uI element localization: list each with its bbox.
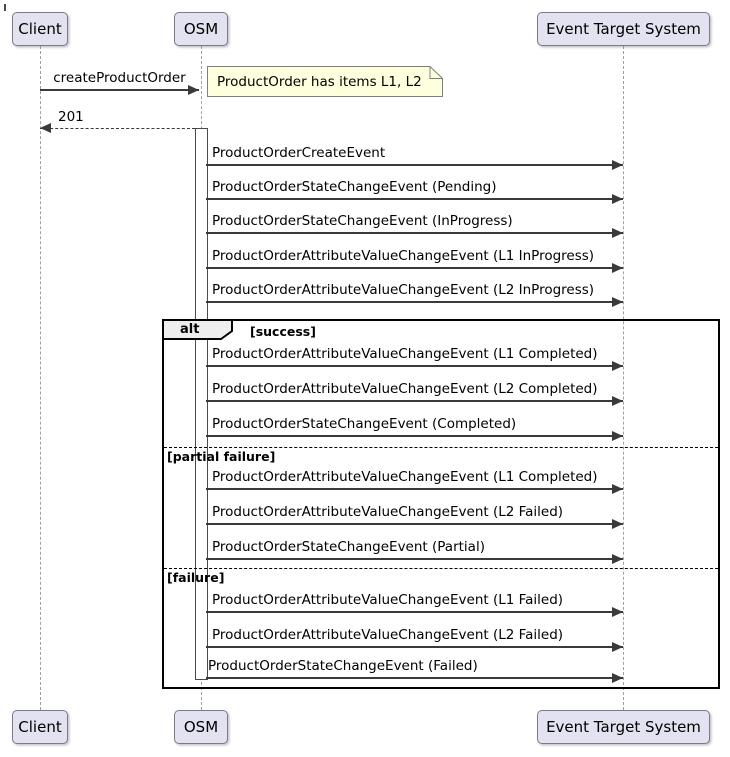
arrowhead-right-icon: [612, 297, 623, 307]
alt-operator-pentagon-icon: [162, 319, 233, 340]
stray-mark: [4, 4, 6, 11]
message-label: ProductOrderAttributeValueChangeEvent (L…: [212, 381, 598, 398]
activation-bar-osm: [195, 128, 208, 680]
arrowhead-right-icon: [612, 607, 623, 617]
arrowhead-right-icon: [612, 194, 623, 204]
message-event: ProductOrderAttributeValueChangeEvent (L…: [206, 626, 623, 652]
message-label: ProductOrderAttributeValueChangeEvent (L…: [212, 592, 564, 609]
message-event: ProductOrderStateChangeEvent (Failed): [206, 657, 623, 683]
message-label: createProductOrder: [53, 70, 186, 87]
participant-label: Client: [18, 19, 62, 38]
arrowhead-right-icon: [612, 673, 623, 683]
message-label: ProductOrderAttributeValueChangeEvent (L…: [212, 282, 595, 299]
arrowhead-right-icon: [612, 263, 623, 273]
participant-label: Event Target System: [546, 717, 701, 736]
message-event: ProductOrderAttributeValueChangeEvent (L…: [206, 503, 623, 529]
participant-label: Event Target System: [546, 19, 701, 38]
alt-divider: [164, 447, 718, 448]
arrowhead-right-icon: [612, 519, 623, 529]
message-reply-201: 201: [40, 108, 195, 133]
lifeline-client: [40, 46, 41, 710]
arrowhead-right-icon: [612, 228, 623, 238]
alt-frame: alt [success] [partial failure] [failure…: [162, 319, 720, 689]
message-label: ProductOrderAttributeValueChangeEvent (L…: [212, 504, 564, 521]
arrowhead-right-icon: [612, 642, 623, 652]
message-event: ProductOrderAttributeValueChangeEvent (L…: [206, 345, 623, 371]
arrowhead-right-icon: [612, 554, 623, 564]
note: ProductOrder has items L1, L2: [207, 66, 443, 97]
arrowhead-right-icon: [612, 361, 623, 371]
note-shape-icon: [207, 66, 443, 97]
participant-label: OSM: [183, 717, 219, 736]
message-label: ProductOrderCreateEvent: [212, 145, 386, 162]
participant-label: Client: [18, 717, 62, 736]
message-event: ProductOrderAttributeValueChangeEvent (L…: [206, 468, 623, 494]
message-label: ProductOrderAttributeValueChangeEvent (L…: [212, 627, 564, 644]
message-label: ProductOrderStateChangeEvent (InProgress…: [212, 213, 513, 230]
guard-partial-failure: [partial failure]: [167, 449, 276, 464]
participant-client-top: Client: [12, 12, 68, 46]
message-event: ProductOrderAttributeValueChangeEvent (L…: [206, 380, 623, 406]
alt-divider: [164, 568, 718, 569]
message-label: ProductOrderAttributeValueChangeEvent (L…: [212, 469, 598, 486]
participant-event-target-system-bottom: Event Target System: [537, 710, 710, 744]
message-label: ProductOrderStateChangeEvent (Failed): [208, 658, 478, 675]
participant-event-target-system-top: Event Target System: [537, 12, 710, 46]
message-event: ProductOrderAttributeValueChangeEvent (L…: [206, 247, 623, 273]
participant-label: OSM: [183, 19, 219, 38]
guard-success: [success]: [250, 324, 316, 339]
lifeline-event-target-system: [623, 46, 624, 710]
message-event: ProductOrderStateChangeEvent (Completed): [206, 415, 623, 441]
alt-operator-label: alt: [180, 322, 200, 337]
message-event: ProductOrderStateChangeEvent (InProgress…: [206, 212, 623, 238]
participant-osm-top: OSM: [174, 12, 228, 46]
message-event: ProductOrderCreateEvent: [206, 144, 623, 170]
message-label: ProductOrderStateChangeEvent (Partial): [212, 539, 485, 556]
arrowhead-right-icon: [612, 431, 623, 441]
message-event: ProductOrderAttributeValueChangeEvent (L…: [206, 281, 623, 307]
message-label: 201: [58, 109, 84, 126]
message-event: ProductOrderStateChangeEvent (Pending): [206, 178, 623, 204]
message-label: ProductOrderStateChangeEvent (Pending): [212, 179, 497, 196]
participant-osm-bottom: OSM: [174, 710, 228, 744]
participant-client-bottom: Client: [12, 710, 68, 744]
message-event: ProductOrderStateChangeEvent (Partial): [206, 538, 623, 564]
arrowhead-right-icon: [188, 85, 199, 95]
message-label: ProductOrderStateChangeEvent (Completed): [212, 416, 517, 433]
arrowhead-left-icon: [40, 123, 51, 133]
message-create-product-order: createProductOrder: [40, 69, 199, 95]
message-event: ProductOrderAttributeValueChangeEvent (L…: [206, 591, 623, 617]
message-label: ProductOrderAttributeValueChangeEvent (L…: [212, 346, 598, 363]
guard-failure: [failure]: [167, 570, 225, 585]
arrowhead-right-icon: [612, 160, 623, 170]
note-text: ProductOrder has items L1, L2: [217, 73, 422, 90]
arrowhead-right-icon: [612, 484, 623, 494]
message-label: ProductOrderAttributeValueChangeEvent (L…: [212, 248, 595, 265]
arrowhead-right-icon: [612, 396, 623, 406]
